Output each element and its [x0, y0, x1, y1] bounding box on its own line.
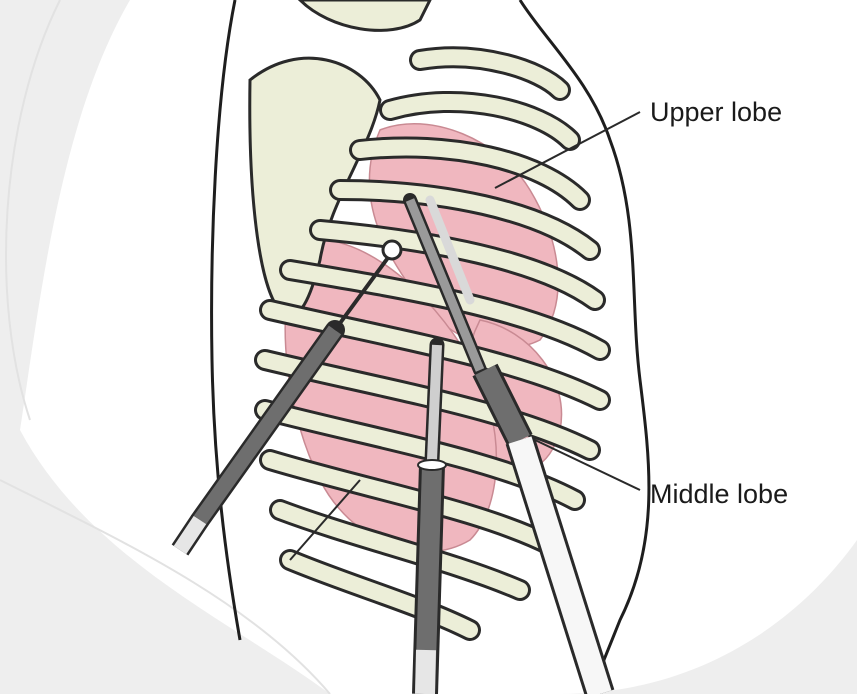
grasper-tip	[383, 241, 401, 259]
label-middle-lobe: Middle lobe	[650, 479, 788, 509]
label-upper-lobe: Upper lobe	[650, 97, 782, 127]
port	[418, 460, 446, 470]
